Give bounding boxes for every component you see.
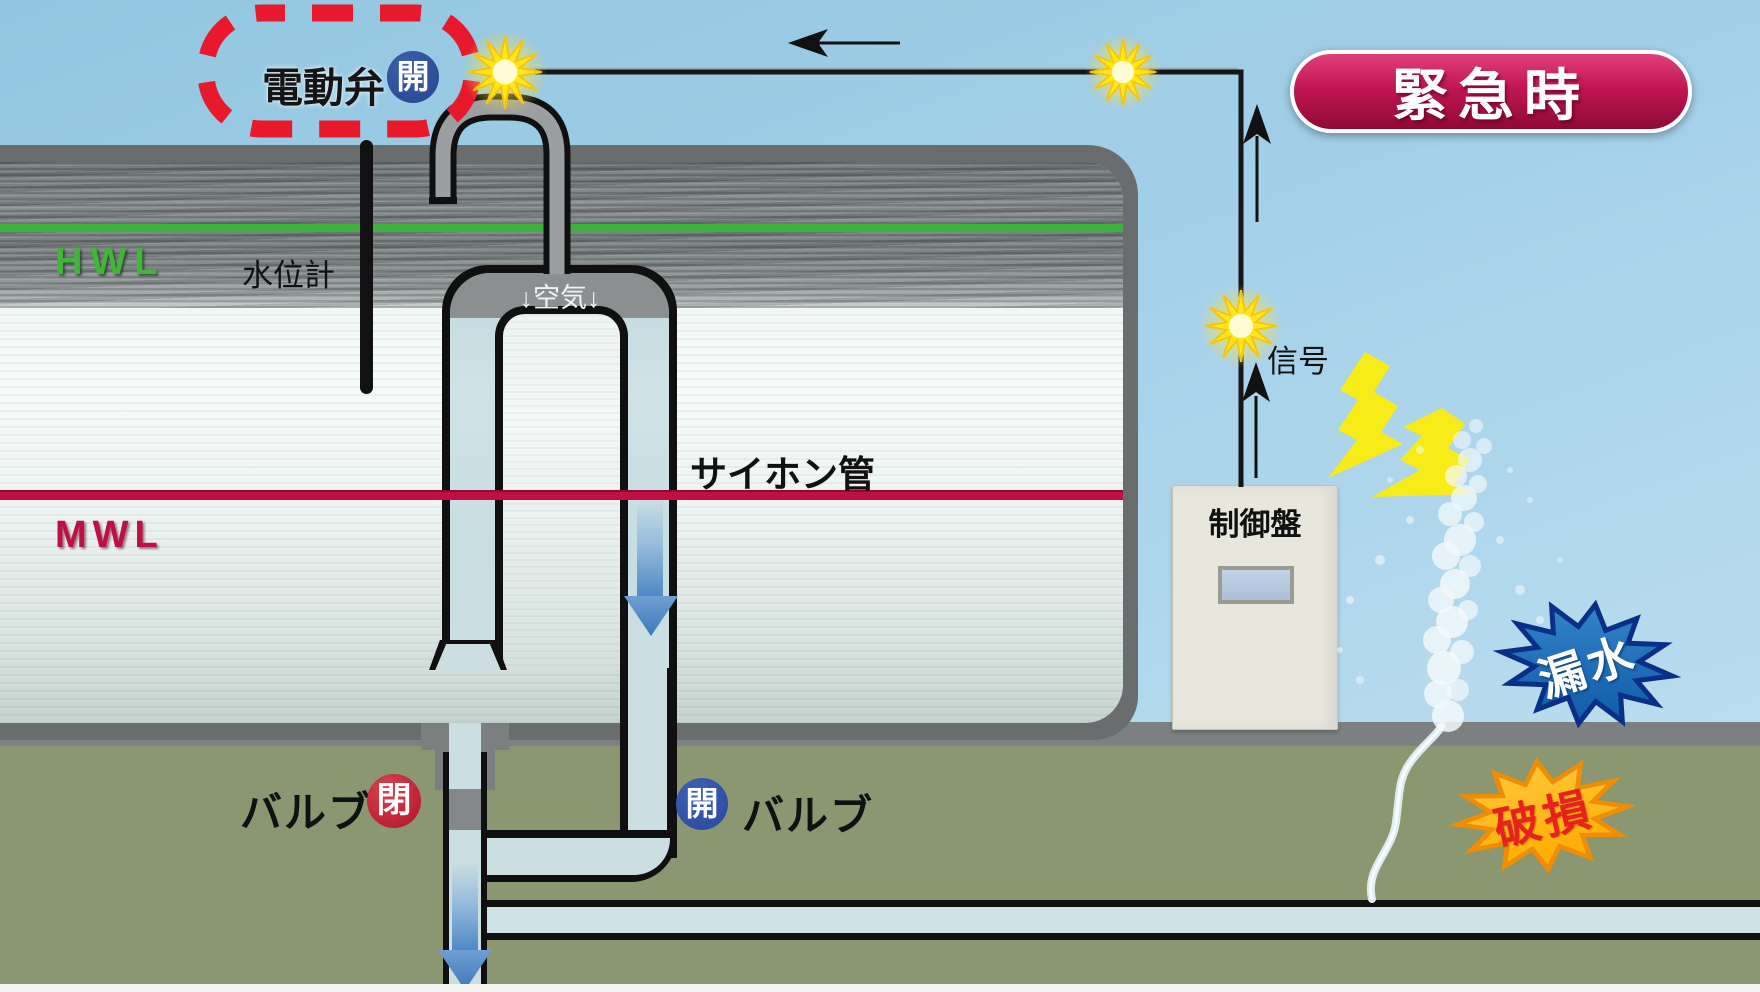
siphon-elbow-water — [481, 838, 670, 875]
water-flow-arrow-icon — [452, 862, 478, 952]
ground-underground — [0, 746, 1760, 984]
spark-burst-icon — [1083, 32, 1163, 112]
water-level-gauge-label: 水位計 — [242, 258, 335, 293]
signal-arrow-icon — [1242, 362, 1270, 478]
water-spray-icon — [1337, 419, 1563, 903]
damage-burst: 破損 — [1450, 748, 1635, 883]
siphon-downleg-water — [628, 668, 667, 854]
control-panel-label: 制御盤 — [1208, 507, 1302, 542]
image-bottom-strip — [0, 984, 1760, 992]
signal-line — [505, 67, 1244, 487]
control-panel: 制御盤 — [1172, 485, 1338, 730]
damage-burst-shape — [1450, 757, 1635, 874]
control-panel-display — [1218, 566, 1294, 604]
water-flow-arrow-icon — [637, 500, 663, 598]
water-level-gauge-probe — [360, 140, 373, 394]
spark-burst-icon — [461, 28, 549, 116]
drain-pipe-wall-left — [443, 752, 449, 984]
right-valve-label: バルブ — [742, 792, 875, 839]
air-label: ↓空気↓ — [519, 283, 601, 313]
mwl-level-line — [0, 490, 1123, 500]
red-dashed-highlight — [197, 4, 481, 138]
mwl-label: MWL — [55, 514, 164, 556]
leak-burst: 漏水 — [1492, 594, 1682, 734]
closed-valve-body — [449, 789, 481, 830]
signal-label: 信号 — [1267, 344, 1329, 379]
motor-valve-label: 電動弁 — [262, 65, 385, 111]
siphon-pipe-label: サイホン管 — [690, 454, 875, 495]
tank-drain-water — [449, 723, 481, 789]
left-valve-label: バルブ — [240, 789, 373, 836]
discharge-main-pipe — [487, 900, 1760, 940]
drain-pipe-wall-right — [481, 752, 487, 984]
leak-burst-shape — [1492, 599, 1682, 729]
left-valve-closed-badge: 閉 — [367, 774, 421, 828]
siphon-bellmouth-water — [435, 644, 501, 670]
signal-arrow-icon — [788, 29, 900, 57]
emergency-badge-label: 緊急時 — [1392, 64, 1590, 127]
signal-arrow-icon — [1243, 104, 1271, 222]
air-intake-pipe — [429, 93, 571, 274]
right-valve-open-badge: 開 — [676, 778, 728, 830]
motor-valve-open-badge: 開 — [387, 51, 439, 103]
hwl-label: HWL — [55, 241, 166, 283]
emergency-badge: 緊急時 — [1290, 50, 1692, 133]
